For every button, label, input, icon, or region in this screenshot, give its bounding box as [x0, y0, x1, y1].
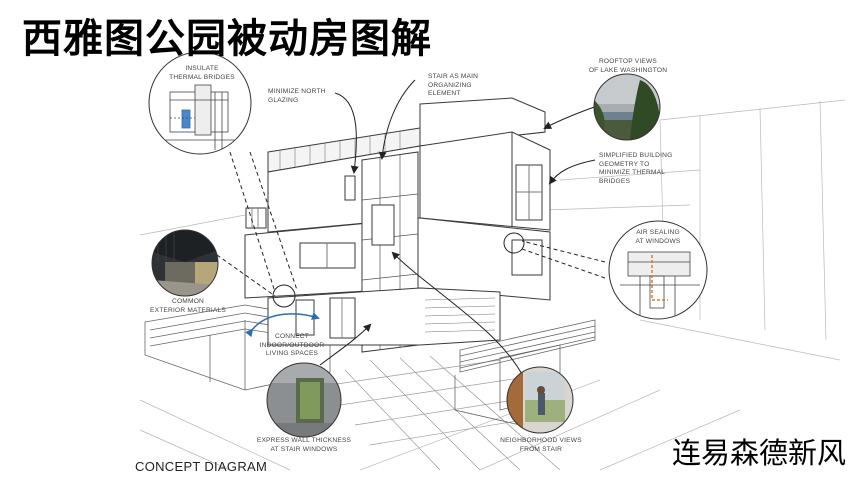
neighborhood-caption: NEIGHBORHOOD VIEWS FROM STAIR	[496, 437, 586, 454]
caption-line: AT WINDOWS	[635, 237, 681, 245]
caption-line: ROOFTOP VIEWS	[598, 58, 658, 65]
caption-line: MINIMIZE NORTH	[268, 88, 326, 95]
context-lines	[139, 99, 846, 471]
wall-thickness-caption: EXPRESS WALL THICKNESS AT STAIR WINDOWS	[254, 437, 354, 454]
insulate-caption: INSULATE THERMAL BRIDGES	[162, 65, 242, 82]
caption-line: EXPRESS WALL THICKNESS	[256, 437, 352, 444]
materials-caption: COMMON EXTERIOR MATERIALS	[150, 298, 226, 315]
rooftop-photo	[593, 73, 661, 141]
caption-line: LIVING SPACES	[265, 350, 319, 357]
connect-arrow	[245, 312, 320, 338]
caption-line: FROM STAIR	[519, 445, 563, 453]
caption-line: ORGANIZING	[428, 81, 472, 89]
caption-line: INSULATE	[185, 65, 219, 72]
watermark: 连易森德新风	[671, 436, 846, 470]
caption-line: BRIDGES	[599, 177, 631, 185]
caption-line: CONNECT	[274, 333, 309, 340]
caption-line: THERMAL BRIDGES	[169, 73, 235, 81]
caption-line: SIMPLIFIED BUILDING	[599, 152, 673, 159]
leader-lines	[216, 79, 606, 379]
neighborhood-photo	[506, 366, 574, 434]
caption-line: COMMON	[172, 298, 204, 305]
caption-line: ELEMENT	[428, 90, 461, 97]
air-sealing-caption: AIR SEALING AT WINDOWS	[618, 229, 698, 246]
rooftop-caption: ROOFTOP VIEWS OF LAKE WASHINGTON	[583, 58, 673, 75]
caption-line: AIR SEALING	[636, 229, 680, 236]
wall-thickness-photo	[266, 362, 342, 438]
caption-line: NEIGHBORHOOD VIEWS	[500, 437, 582, 444]
connect-caption: CONNECT INDOOR/OUTDOOR LIVING SPACES	[252, 333, 332, 359]
air-sealing-detail-circle	[608, 220, 708, 320]
caption-line: INDOOR/OUTDOOR	[259, 341, 325, 349]
caption-line: EXTERIOR MATERIALS	[150, 306, 227, 314]
north-caption: MINIMIZE NORTH GLAZING	[268, 88, 326, 105]
stair-caption: STAIR AS MAIN ORGANIZING ELEMENT	[428, 73, 478, 99]
caption-line: OF LAKE WASHINGTON	[588, 66, 668, 74]
caption-line: GLAZING	[268, 96, 299, 104]
insulate-detail-circle	[148, 51, 252, 155]
caption-line: STAIR AS MAIN	[428, 73, 479, 80]
callout-rings	[272, 232, 525, 308]
page-title: 西雅图公园被动房图解	[22, 16, 432, 62]
caption-line: MINIMIZE THERMAL	[599, 169, 666, 176]
geometry-caption: SIMPLIFIED BUILDING GEOMETRY TO MINIMIZE…	[599, 152, 672, 186]
concept-diagram-label: CONCEPT DIAGRAM	[135, 459, 268, 474]
caption-line: AT STAIR WINDOWS	[270, 445, 338, 453]
caption-line: GEOMETRY TO	[599, 160, 650, 168]
materials-photo	[151, 229, 219, 297]
